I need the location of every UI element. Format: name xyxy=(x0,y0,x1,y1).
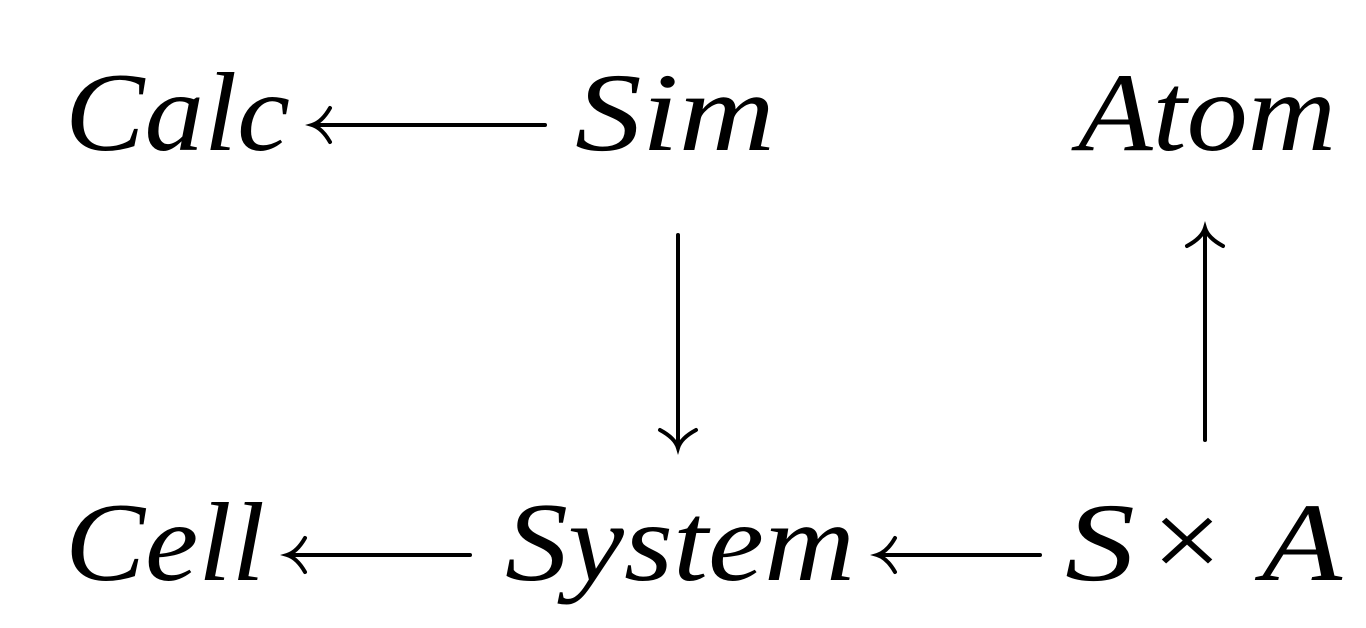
node-a: A xyxy=(1254,481,1343,605)
arrow-sxa-to-system xyxy=(870,536,1042,574)
node-s: S xyxy=(1065,481,1135,605)
node-atom: Atom xyxy=(1070,51,1336,175)
node-sim: Sim xyxy=(575,51,775,175)
node-system: System xyxy=(505,481,855,605)
node-cell: Cell xyxy=(65,481,265,605)
arrow-sim-to-calc xyxy=(305,106,547,144)
arrow-sxa-to-atom xyxy=(1185,221,1225,442)
arrow-system-to-cell xyxy=(280,536,472,574)
arrow-sim-to-system xyxy=(658,233,698,455)
node-calc: Calc xyxy=(65,51,290,175)
times-symbol: × xyxy=(1152,479,1222,603)
